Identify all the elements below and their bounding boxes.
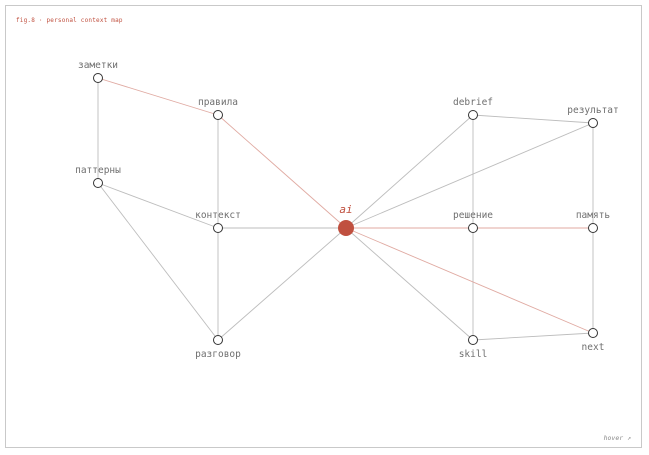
- node-circle-razgovor[interactable]: [213, 335, 223, 345]
- hover-hint: hover ↗: [603, 434, 631, 442]
- node-circle-next[interactable]: [588, 328, 598, 338]
- node-label-kontekst: контекст: [195, 210, 241, 221]
- node-label-patterny: паттерны: [75, 165, 121, 176]
- node-label-next: next: [582, 342, 605, 353]
- node-pamyat[interactable]: память: [576, 210, 611, 233]
- node-label-reshenie: решение: [453, 210, 493, 221]
- nodes-layer: ai заметки правила паттерны контекст разговор…: [75, 60, 619, 360]
- edge-debrief-rezultat: [472, 114, 594, 124]
- node-reshenie[interactable]: решение: [453, 210, 493, 233]
- node-circle-reshenie[interactable]: [468, 223, 478, 233]
- node-label-debrief: debrief: [453, 97, 493, 108]
- node-circle-pravila[interactable]: [213, 110, 223, 120]
- node-circle-skill[interactable]: [468, 335, 478, 345]
- edge-debrief-ai: [345, 114, 474, 229]
- edges-layer: [97, 77, 594, 341]
- edge-zametki-pravila: [97, 77, 219, 116]
- node-circle-ai[interactable]: [338, 220, 354, 236]
- edge-rezultat-ai: [345, 122, 594, 229]
- edge-patterny-razgovor: [97, 182, 219, 341]
- node-circle-patterny[interactable]: [93, 178, 103, 188]
- node-label-pravila: правила: [198, 97, 238, 108]
- node-skill[interactable]: skill: [459, 335, 488, 361]
- edge-pravila-ai: [217, 114, 347, 229]
- edge-ai-skill: [345, 227, 474, 341]
- node-circle-debrief[interactable]: [468, 110, 478, 120]
- node-label-rezultat: результат: [567, 105, 618, 116]
- node-label-razgovor: разговор: [195, 349, 241, 360]
- node-label-pamyat: память: [576, 210, 611, 221]
- node-rezultat[interactable]: результат: [567, 105, 619, 128]
- node-ai[interactable]: ai: [338, 203, 354, 236]
- node-patterny[interactable]: паттерны: [75, 165, 121, 188]
- edge-skill-next: [472, 332, 594, 341]
- figure-caption: fig.8 · personal context map: [16, 17, 123, 24]
- node-next[interactable]: next: [582, 328, 605, 354]
- node-zametki[interactable]: заметки: [78, 60, 118, 83]
- node-razgovor[interactable]: разговор: [195, 335, 241, 361]
- node-circle-pamyat[interactable]: [588, 223, 598, 233]
- node-circle-rezultat[interactable]: [588, 118, 598, 128]
- figure-frame: fig.8 · personal context map hover ↗: [5, 5, 642, 448]
- node-debrief[interactable]: debrief: [453, 97, 493, 120]
- node-circle-zametki[interactable]: [93, 73, 103, 83]
- node-kontekst[interactable]: контекст: [195, 210, 241, 233]
- edge-patterny-kontekst: [97, 182, 219, 229]
- node-circle-kontekst[interactable]: [213, 223, 223, 233]
- node-label-skill: skill: [459, 349, 488, 360]
- node-label-ai: ai: [339, 203, 352, 216]
- node-label-zametki: заметки: [78, 60, 118, 71]
- edge-ai-next: [345, 227, 594, 334]
- edge-razgovor-ai: [217, 227, 347, 341]
- node-pravila[interactable]: правила: [198, 97, 238, 120]
